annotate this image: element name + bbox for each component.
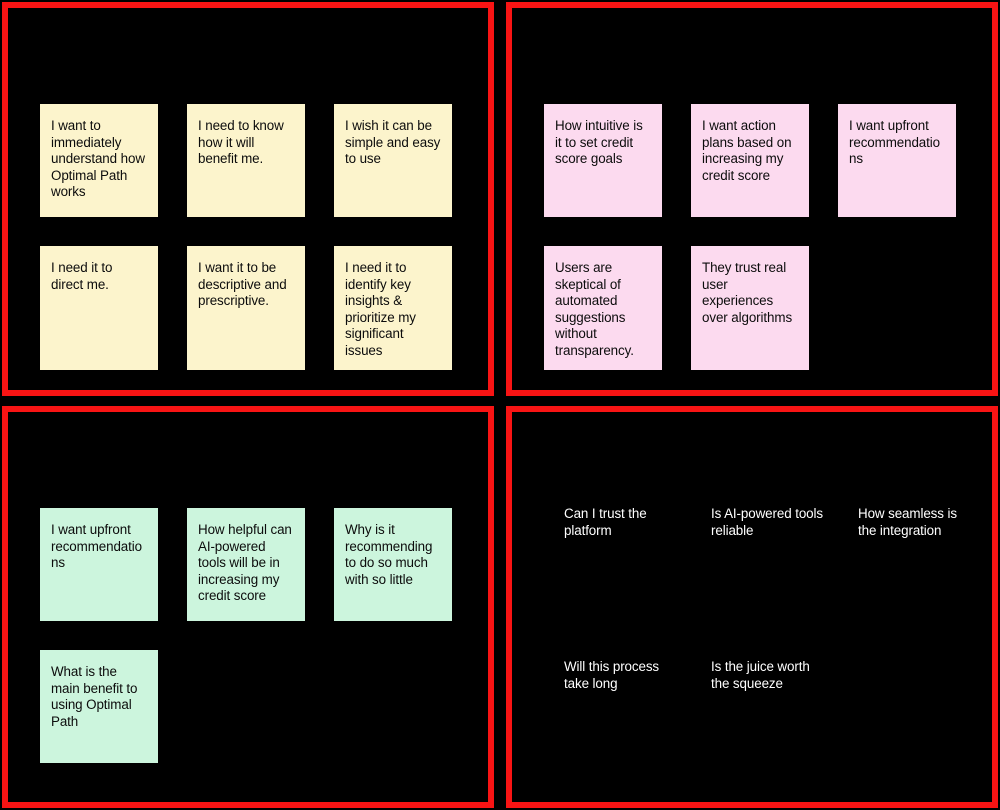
text-note[interactable]: Will this process take long	[564, 659, 660, 691]
text-note[interactable]: Is the juice worth the squeeze	[711, 659, 810, 691]
sticky-note[interactable]: Why is it recommending to do so much wit…	[334, 508, 452, 621]
quadrant-top-left[interactable]: I want to immediately understand how Opt…	[2, 2, 494, 396]
sticky-note[interactable]: I want action plans based on increasing …	[691, 104, 809, 217]
sticky-note-group-bottom-left: I want upfront recommendations How helpf…	[40, 508, 464, 763]
text-note[interactable]: How seamless is the integration	[858, 506, 957, 538]
text-note[interactable]: Can I trust the platform	[564, 506, 647, 538]
sticky-note[interactable]: They trust real user experiences over al…	[691, 246, 809, 370]
sticky-note[interactable]: How helpful can AI-powered tools will be…	[187, 508, 305, 621]
sticky-note[interactable]: I want upfront recommendations	[838, 104, 956, 217]
sticky-note-group-top-right: How intuitive is it to set credit score …	[544, 104, 968, 370]
sticky-note[interactable]: Users are skeptical of automated suggest…	[544, 246, 662, 370]
text-note[interactable]: Is AI-powered tools reliable	[711, 506, 823, 538]
sticky-note[interactable]: I need it to identify key insights & pri…	[334, 246, 452, 370]
quadrant-bottom-left[interactable]: I want upfront recommendations How helpf…	[2, 406, 494, 808]
sticky-note[interactable]: I need it to direct me.	[40, 246, 158, 370]
sticky-note[interactable]: I need to know how it will benefit me.	[187, 104, 305, 217]
sticky-note[interactable]: I want it to be descriptive and prescrip…	[187, 246, 305, 370]
text-note-group-bottom-right: Can I trust the platform Is AI-powered t…	[564, 506, 992, 765]
sticky-note-group-top-left: I want to immediately understand how Opt…	[40, 104, 464, 370]
sticky-note[interactable]: I want to immediately understand how Opt…	[40, 104, 158, 217]
quadrant-top-right[interactable]: How intuitive is it to set credit score …	[506, 2, 998, 396]
sticky-note[interactable]: What is the main benefit to using Optima…	[40, 650, 158, 763]
quadrant-bottom-right[interactable]: Can I trust the platform Is AI-powered t…	[506, 406, 998, 808]
sticky-note[interactable]: I wish it can be simple and easy to use	[334, 104, 452, 217]
sticky-note[interactable]: I want upfront recommendations	[40, 508, 158, 621]
sticky-note[interactable]: How intuitive is it to set credit score …	[544, 104, 662, 217]
